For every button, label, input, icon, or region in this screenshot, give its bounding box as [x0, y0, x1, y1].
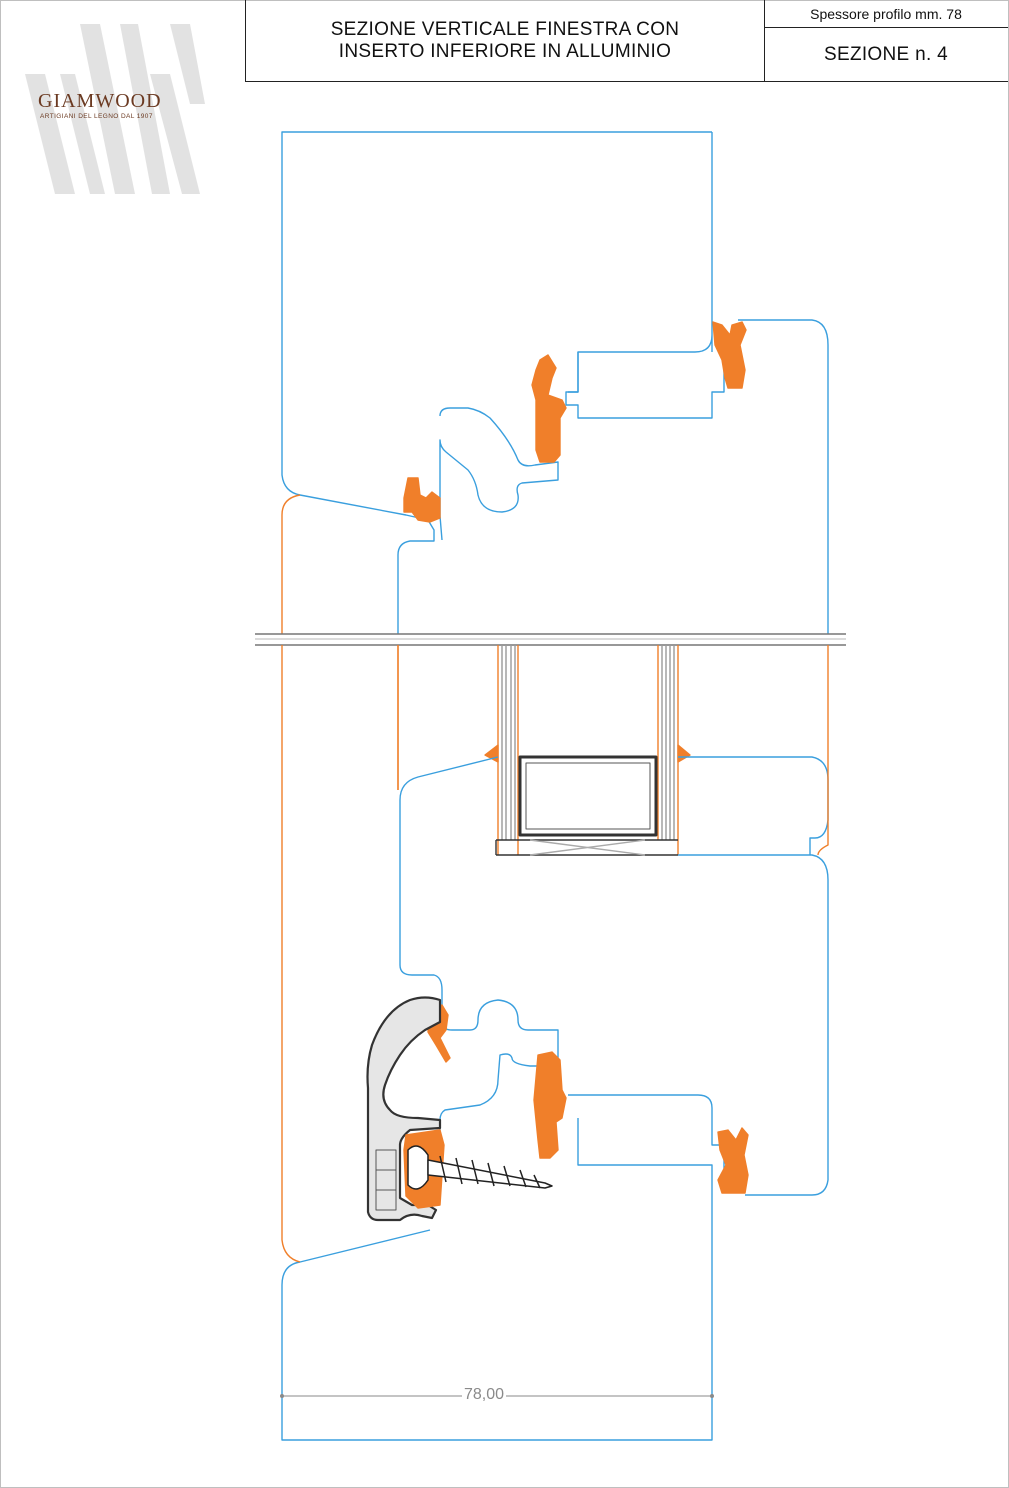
glazing-base-cross — [529, 839, 646, 856]
profile-thickness: Spessore profilo mm. 78 — [764, 0, 1008, 28]
glazing-right-strip-2 — [661, 645, 675, 840]
glazing-left-strip-2 — [501, 645, 516, 840]
title-line-2: INSERTO INFERIORE IN ALLUMINIO — [338, 40, 672, 62]
middle-sash-left — [399, 756, 499, 1010]
glazing-right-strip — [657, 645, 679, 855]
drawing-title: SEZIONE VERTICALE FINESTRA CON INSERTO I… — [246, 0, 765, 81]
upper-frame-profile-2 — [439, 352, 725, 541]
screw-icon — [407, 1145, 553, 1190]
gasket-upper-mid — [531, 354, 567, 463]
giamwood-logo — [20, 14, 210, 199]
glazing-bead-right — [677, 744, 691, 763]
middle-sash-right — [678, 756, 829, 1196]
upper-frame-profile — [281, 131, 713, 634]
title-line-1: SEZIONE VERTICALE FINESTRA CON — [330, 18, 680, 40]
lower-frame-profile-2 — [281, 1094, 725, 1441]
gasket-lower-mid — [533, 1051, 567, 1159]
dimension-tick-left — [280, 1394, 284, 1398]
frame-outer-orange-upper — [281, 494, 301, 634]
glazing-base — [495, 839, 678, 856]
lower-frame-outer-orange — [281, 645, 399, 1263]
dimension-tick-right — [710, 1394, 714, 1398]
lower-frame-profile — [439, 999, 559, 1145]
logo-tagline: ARTIGIANI DEL LEGNO DAL 1907 — [40, 113, 153, 120]
dimension-label: 78,00 — [462, 1386, 507, 1404]
middle-right-orange — [817, 645, 829, 856]
logo-name: GIAMWOOD — [38, 90, 162, 112]
section-number: SEZIONE n. 4 — [824, 43, 948, 65]
glass-spacer-inner — [525, 762, 651, 830]
gasket-lower-right — [717, 1127, 749, 1194]
gasket-upper-left — [403, 477, 441, 523]
glass-spacer — [518, 755, 658, 837]
aluminium-insert-inner — [375, 1149, 397, 1211]
aluminium-insert — [366, 996, 442, 1222]
logo-watermark-icon — [25, 24, 205, 194]
upper-sash-profile — [738, 319, 829, 634]
gasket-upper-right — [712, 321, 747, 389]
title-block: SEZIONE VERTICALE FINESTRA CON INSERTO I… — [245, 0, 1008, 82]
